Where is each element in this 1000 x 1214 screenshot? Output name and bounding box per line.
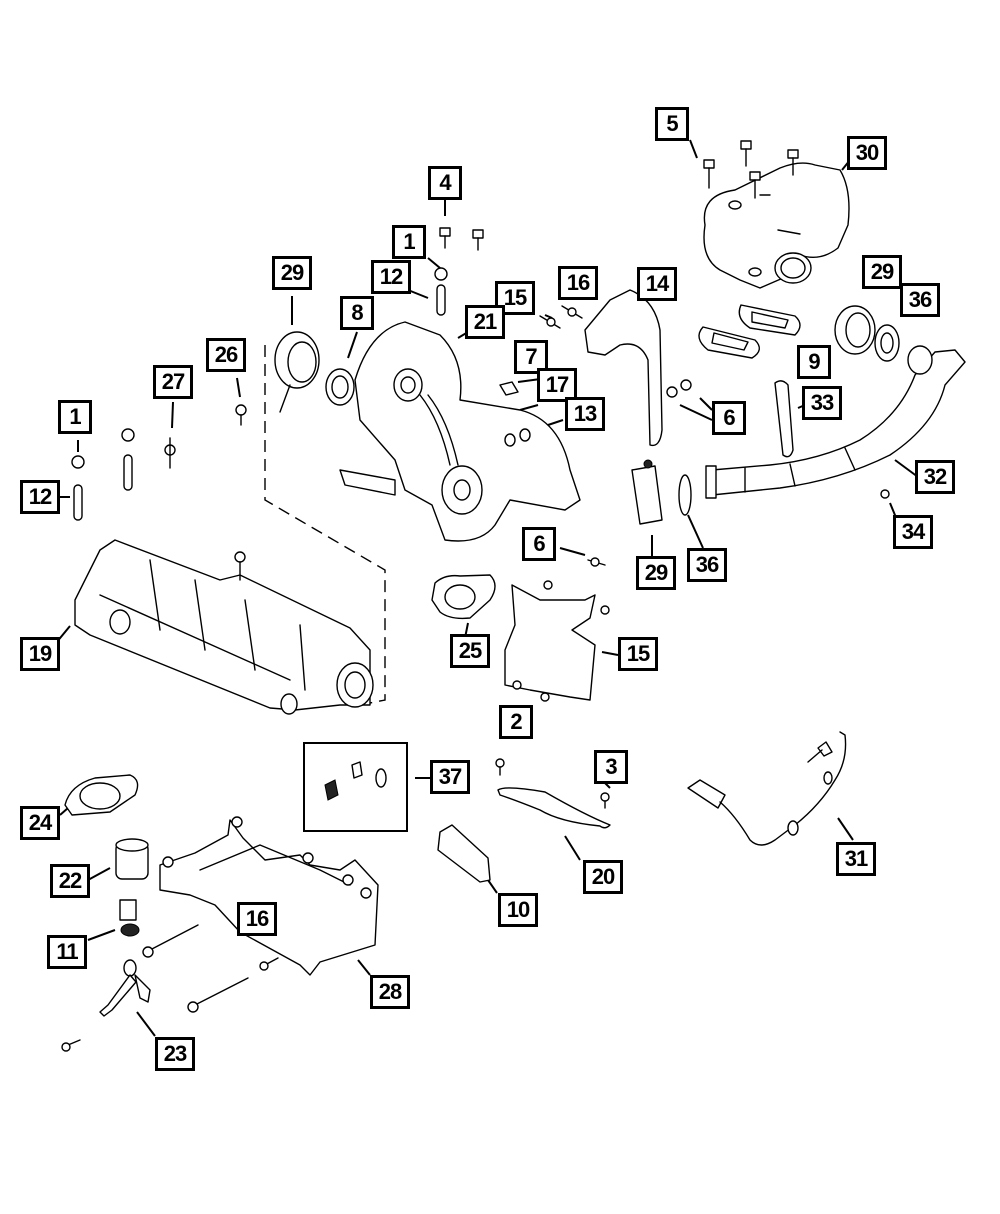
gasket-24 bbox=[64, 774, 139, 816]
callout-36-lower[interactable]: 36 bbox=[687, 548, 727, 582]
nut-stud-center bbox=[434, 267, 448, 316]
callout-36-right[interactable]: 36 bbox=[900, 283, 940, 317]
callout-15[interactable]: 15 bbox=[618, 637, 658, 671]
callout-31[interactable]: 31 bbox=[836, 842, 876, 876]
callout-26[interactable]: 26 bbox=[206, 338, 246, 372]
kit-37-box bbox=[303, 742, 408, 832]
kit-37-contents bbox=[324, 761, 387, 801]
callout-18[interactable]: 17 bbox=[537, 368, 577, 402]
callout-22[interactable]: 23 bbox=[155, 1037, 195, 1071]
studs-16 bbox=[539, 305, 583, 329]
callout-21[interactable]: 22 bbox=[50, 864, 90, 898]
sensor-11 bbox=[119, 899, 140, 937]
callout-1-left[interactable]: 1 bbox=[58, 400, 92, 434]
egr-cooler-19 bbox=[74, 539, 374, 715]
maf-sensor-10 bbox=[437, 824, 491, 883]
callout-10[interactable]: 10 bbox=[498, 893, 538, 927]
callout-8[interactable]: 8 bbox=[340, 296, 374, 330]
nuts-6 bbox=[666, 379, 692, 398]
callout-32[interactable]: 32 bbox=[915, 460, 955, 494]
egr-bracket-28 bbox=[142, 816, 379, 1013]
clamp-29-lower bbox=[631, 459, 692, 525]
callout-6-center[interactable]: 6 bbox=[522, 527, 556, 561]
callout-20[interactable]: 20 bbox=[583, 860, 623, 894]
callout-19[interactable]: 19 bbox=[20, 637, 60, 671]
turbocharger-13 bbox=[339, 321, 581, 542]
callout-13[interactable]: 13 bbox=[565, 397, 605, 431]
callout-33[interactable]: 33 bbox=[802, 386, 842, 420]
callout-1-top[interactable]: 1 bbox=[392, 225, 426, 259]
temp-sensor-harness-31 bbox=[687, 731, 847, 846]
callout-3[interactable]: 3 bbox=[594, 750, 628, 784]
fasteners-left bbox=[71, 404, 247, 521]
callout-25[interactable]: 25 bbox=[450, 634, 490, 668]
callout-29-lower[interactable]: 29 bbox=[636, 556, 676, 590]
callout-28[interactable]: 28 bbox=[370, 975, 410, 1009]
callout-11[interactable]: 11 bbox=[47, 935, 87, 969]
callout-24[interactable]: 24 bbox=[20, 806, 60, 840]
egr-valve-housing bbox=[703, 162, 850, 289]
callout-12-left[interactable]: 12 bbox=[20, 480, 60, 514]
bolts-5 bbox=[703, 140, 799, 199]
callout-30[interactable]: 30 bbox=[847, 136, 887, 170]
clip-7 bbox=[499, 381, 519, 396]
callout-37[interactable]: 37 bbox=[430, 760, 470, 794]
clamp-29-left bbox=[274, 331, 355, 413]
callout-12-top[interactable]: 12 bbox=[371, 260, 411, 294]
callout-17[interactable]: 16 bbox=[237, 902, 277, 936]
gasket-20 bbox=[495, 758, 611, 829]
sensor-22 bbox=[61, 959, 151, 1052]
egr-tube-32 bbox=[705, 345, 966, 499]
callout-14[interactable]: 14 bbox=[637, 267, 677, 301]
callout-16-b[interactable]: 16 bbox=[558, 266, 598, 300]
callout-2[interactable]: 2 bbox=[499, 705, 533, 739]
clamp-29-right bbox=[834, 305, 900, 362]
heat-shield-14 bbox=[584, 289, 663, 447]
callout-9[interactable]: 9 bbox=[797, 345, 831, 379]
callout-5[interactable]: 5 bbox=[655, 107, 689, 141]
bolts-4 bbox=[439, 227, 484, 251]
callout-4[interactable]: 4 bbox=[428, 166, 462, 200]
assembly-guide-dashed bbox=[264, 345, 386, 706]
callout-23[interactable]: 21 bbox=[465, 305, 505, 339]
bracket-33 bbox=[774, 380, 794, 458]
callout-6-right[interactable]: 6 bbox=[712, 401, 746, 435]
callout-27[interactable]: 27 bbox=[153, 365, 193, 399]
callout-29-right[interactable]: 29 bbox=[862, 255, 902, 289]
gaskets-9 bbox=[698, 304, 801, 359]
filter-21 bbox=[115, 838, 149, 880]
bolt-34 bbox=[880, 489, 890, 499]
gasket-25 bbox=[431, 574, 496, 620]
callout-29-left[interactable]: 29 bbox=[272, 256, 312, 290]
heat-shield-15 bbox=[504, 557, 610, 702]
callout-34[interactable]: 34 bbox=[893, 515, 933, 549]
